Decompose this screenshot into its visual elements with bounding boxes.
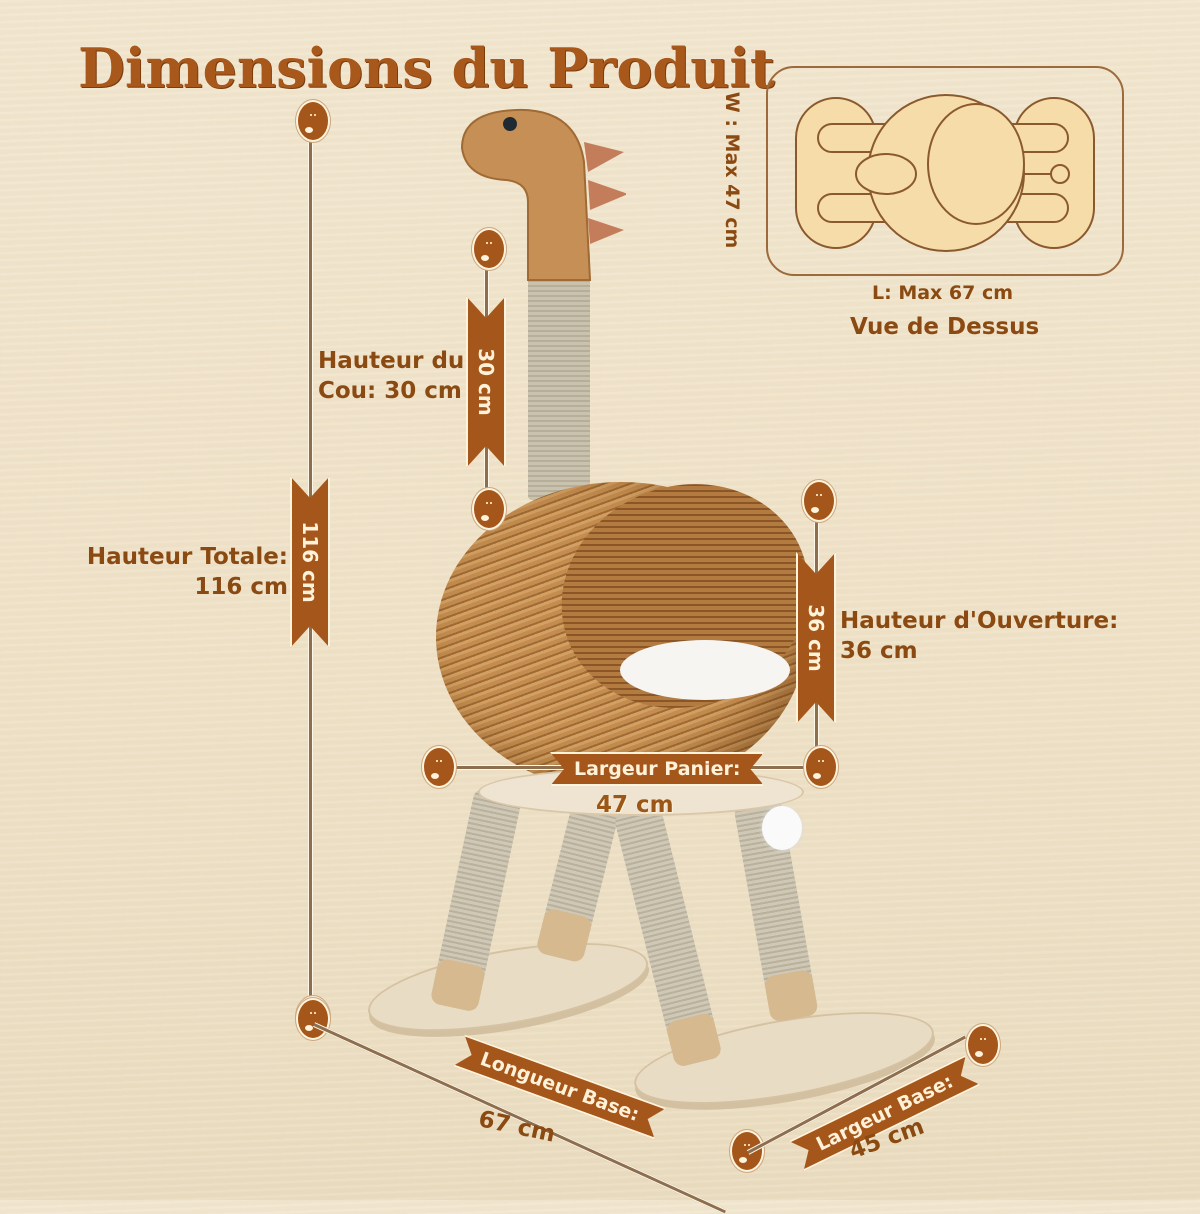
paw-marker-icon [966, 1024, 1000, 1066]
paw-marker-icon [472, 228, 506, 270]
total-height-label: Hauteur Totale: 116 cm [86, 544, 288, 600]
basket-width-ribbon: Largeur Panier: [550, 752, 764, 786]
product-dino-head [456, 102, 628, 282]
paw-marker-icon [296, 998, 330, 1040]
paw-marker-icon [802, 480, 836, 522]
paw-marker-icon [296, 100, 330, 142]
neck-height-ribbon: 30 cm [466, 296, 506, 468]
top-view-length-label: L: Max 67 cm [872, 282, 1014, 304]
product-cushion [620, 640, 790, 700]
top-view-diagram [766, 66, 1124, 276]
paw-marker-icon [804, 746, 838, 788]
product-leg [429, 787, 523, 1013]
paw-marker-icon [472, 488, 506, 530]
top-view-outline-icon [795, 94, 1095, 252]
product-pompom-toy [762, 806, 802, 850]
product-neck [528, 250, 590, 500]
neck-height-label: Hauteur du Cou: 30 cm [318, 348, 465, 404]
top-view-width-label: W : Max 47 cm [721, 91, 743, 249]
top-view-caption: Vue de Dessus [850, 314, 1040, 340]
base-length-value: 67 cm [476, 1106, 558, 1148]
product-base-plate [361, 925, 655, 1049]
opening-height-ribbon: 36 cm [796, 552, 836, 724]
page-title: Dimensions du Produit [78, 36, 775, 100]
opening-height-label: Hauteur d'Ouverture: 36 cm [840, 608, 1119, 664]
product-leg [535, 796, 621, 964]
total-height-ribbon: 116 cm [290, 476, 330, 648]
paw-marker-icon [422, 746, 456, 788]
product-leg [613, 804, 723, 1068]
basket-width-value: 47 cm [596, 792, 674, 818]
